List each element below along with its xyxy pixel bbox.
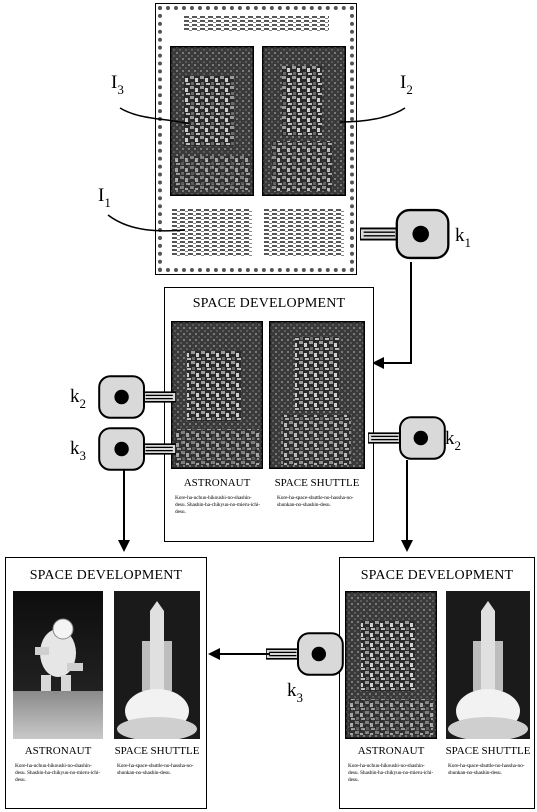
arrow-k3-to-left: [0, 0, 537, 812]
